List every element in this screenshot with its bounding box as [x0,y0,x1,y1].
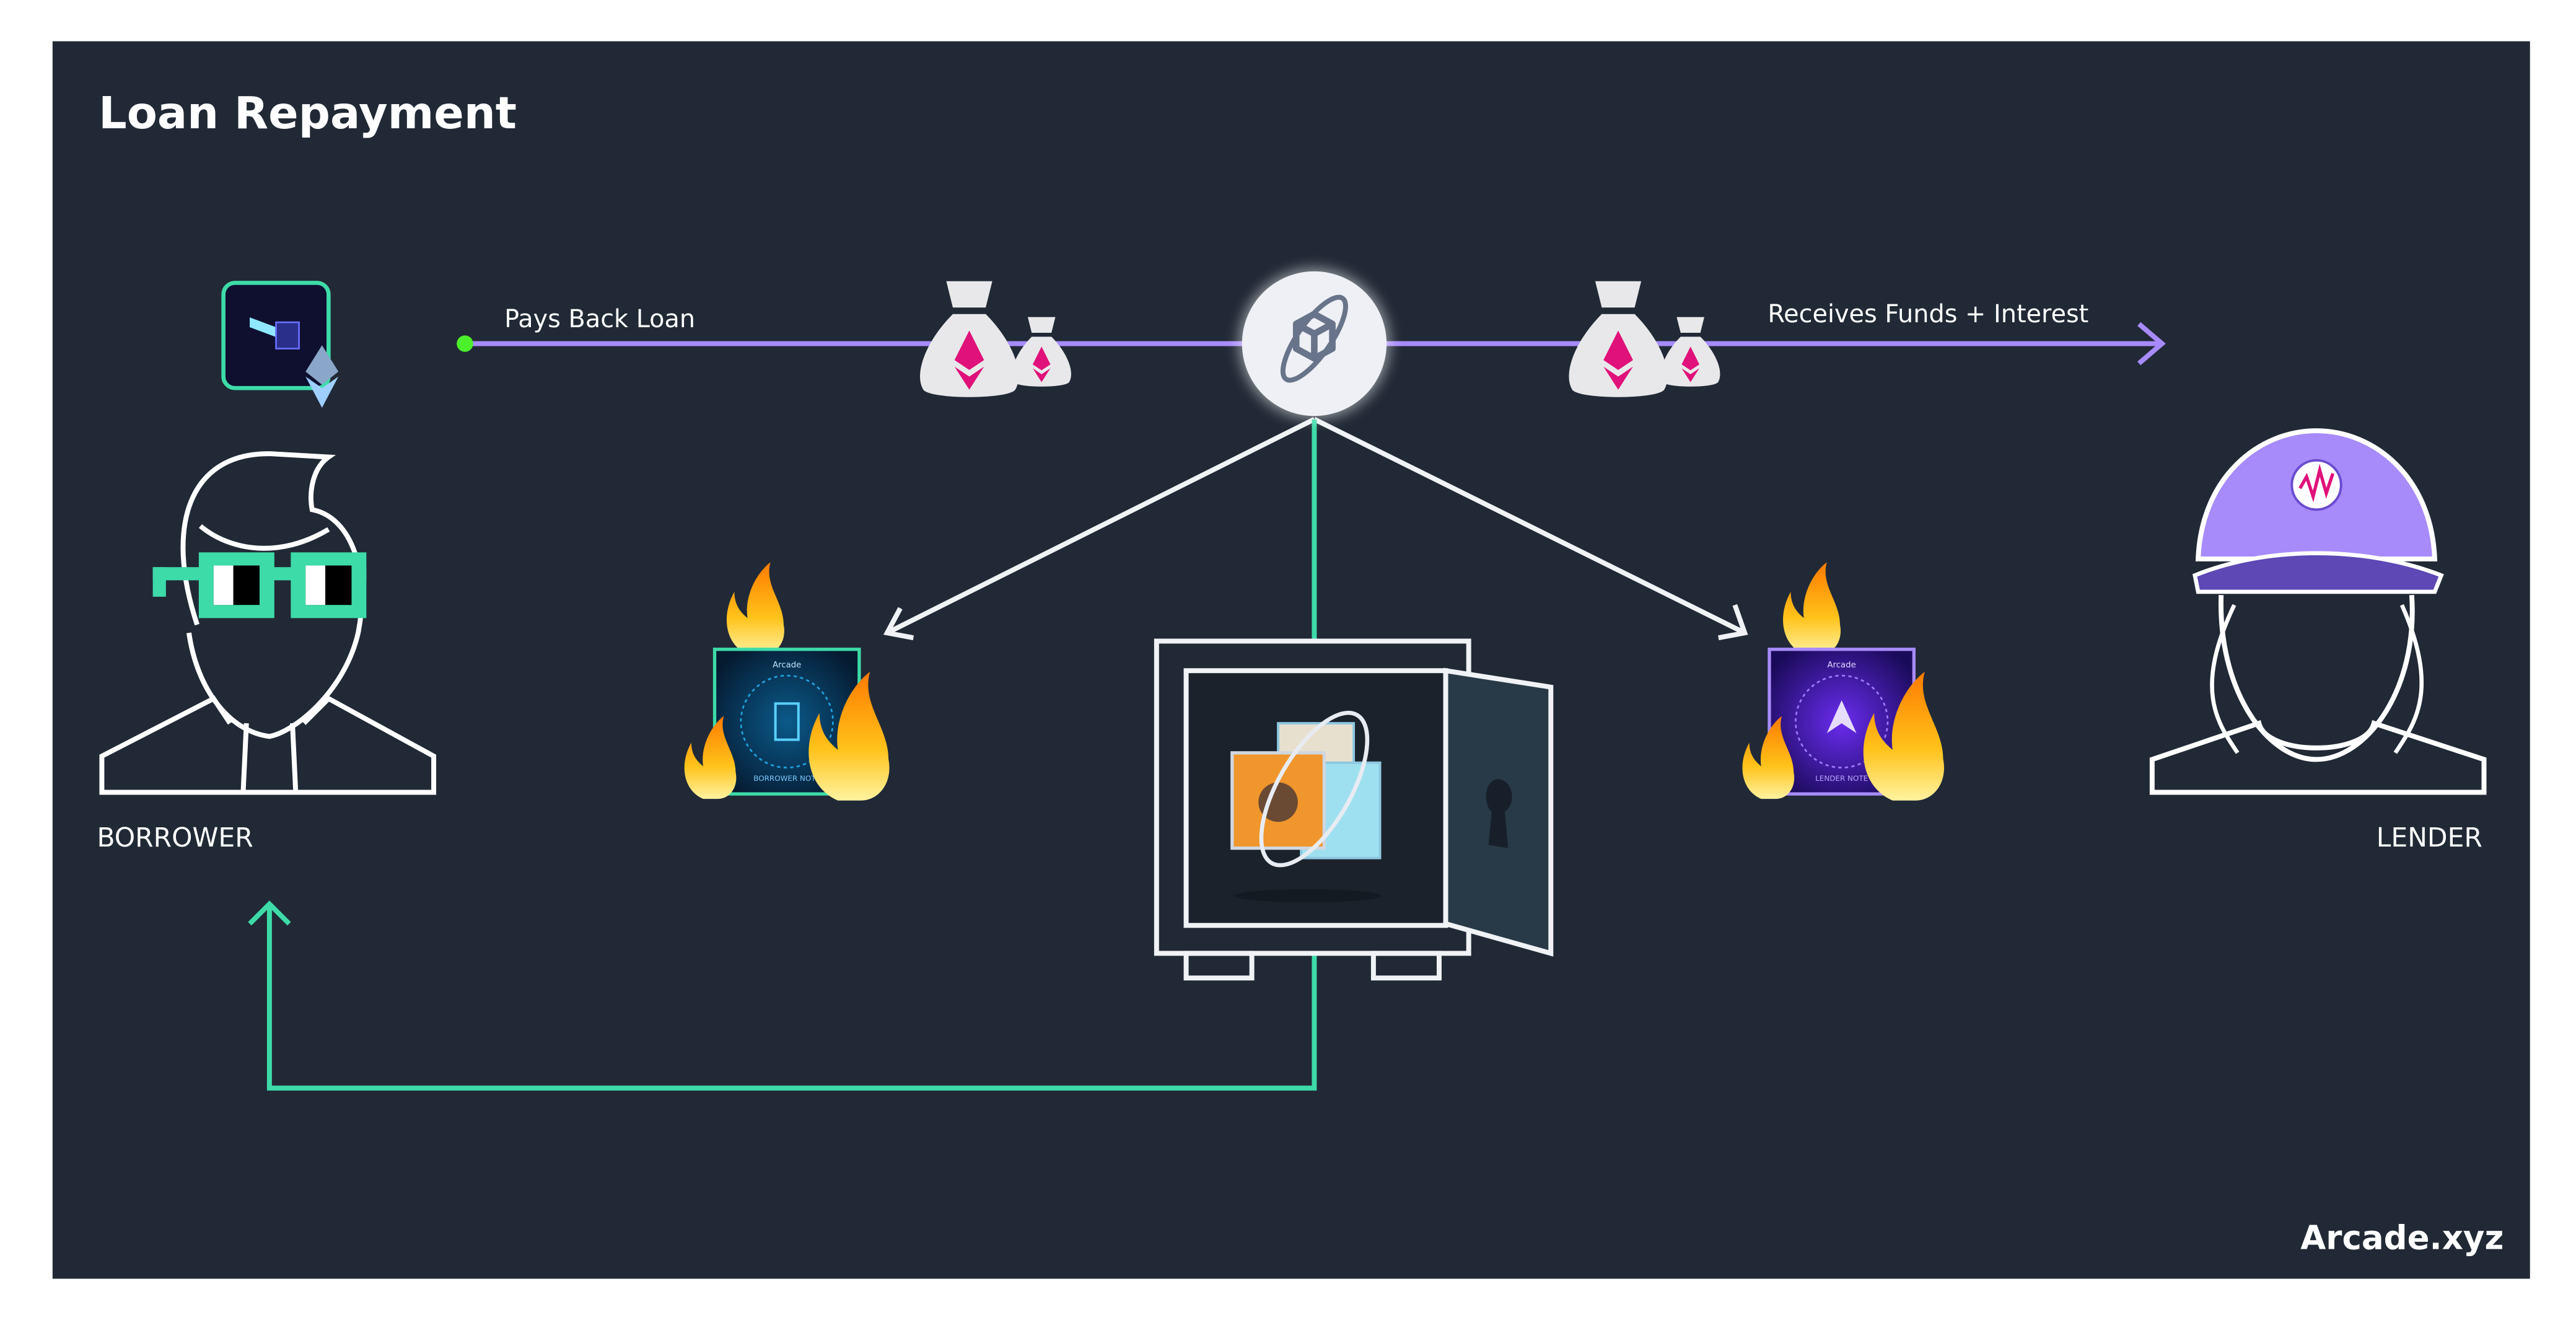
lender-note-title: LENDER NOTE [1815,774,1868,783]
borrower-label: BORROWER [97,823,253,853]
arrowhead [1718,604,1748,641]
lender-note-burning: Arcade LENDER NOTE [1742,562,1944,801]
lender-avatar [2149,428,2487,795]
lender-label: LENDER [2377,823,2482,853]
brand-logo: Arcade.xyz [2300,1219,2504,1257]
arrow-to-lender-note [1313,416,1746,635]
receives-label: Receives Funds + Interest [1768,300,2088,328]
pixel-glasses [152,552,367,618]
nft-wallet-icon [221,281,339,408]
safe-icon [1154,638,1554,981]
borrower-note-title: BORROWER NOTE [753,774,820,783]
pays-back-label: Pays Back Loan [504,305,695,333]
borrower-note-burning: Arcade BORROWER NOTE [684,562,890,801]
flow-arrowhead [2137,322,2166,366]
return-arrowhead [248,900,291,926]
vault-protocol-icon[interactable] [1238,268,1390,420]
flow-start-dot [457,335,473,352]
arrow-to-borrower-note [886,416,1316,635]
borrower-note-brand: Arcade [773,661,801,670]
lender-note-brand: Arcade [1828,661,1856,670]
page-title: Loan Repayment [99,87,517,139]
arrowhead [883,607,914,641]
borrower-avatar [99,451,437,795]
